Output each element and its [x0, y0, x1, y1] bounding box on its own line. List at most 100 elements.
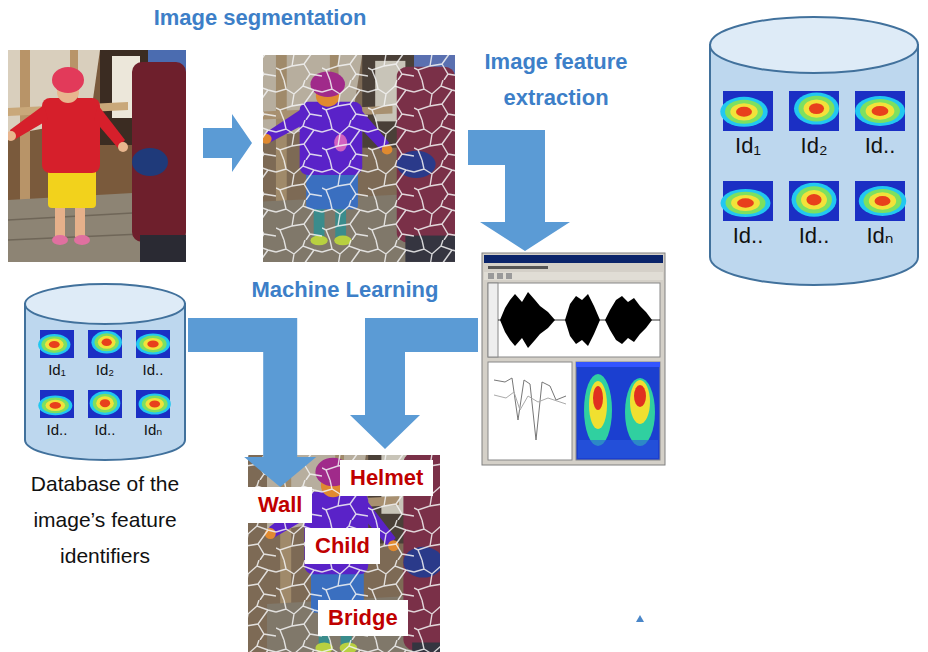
text-slot: Idₙ	[130, 420, 176, 439]
feature-heatmap	[730, 103, 757, 120]
feature-heatmap	[789, 91, 839, 131]
feature-extraction-screenshot	[494, 392, 566, 410]
feature-heatmap	[98, 336, 116, 349]
text-slot: Id₁	[34, 360, 80, 379]
object-label: Bridge	[328, 605, 398, 631]
feature-id: Id₂	[801, 133, 828, 158]
cylinder-outline	[710, 17, 918, 73]
text-slot: Database of the image’s feature identifi…	[22, 466, 188, 574]
feature-extraction-screenshot	[576, 362, 660, 460]
feature-extraction-screenshot	[576, 362, 660, 367]
source-photo	[74, 235, 90, 245]
feature-heatmap	[855, 181, 906, 221]
feature-extraction-screenshot	[482, 253, 665, 465]
source-photo	[75, 205, 85, 237]
feature-heatmap	[806, 194, 821, 205]
database-caption: Database of the image’s feature identifi…	[31, 472, 179, 567]
source-photo	[8, 50, 186, 262]
object-tag: Bridge	[318, 600, 408, 636]
feature-extraction-screenshot	[589, 381, 607, 429]
feature-extraction-screenshot	[625, 378, 655, 446]
cylinder-outline	[710, 45, 918, 285]
feature-heatmap	[50, 402, 61, 409]
feature-heatmap	[42, 398, 69, 414]
feature-heatmap	[855, 96, 905, 126]
block-arrow-connector	[188, 335, 316, 487]
feature-heatmap	[855, 91, 905, 131]
database-cylinder: Id₁Id₂Id..Id..Id..IdₙDatabase of the ima…	[22, 280, 188, 580]
feature-heatmap	[45, 339, 64, 351]
feature-heatmap	[736, 107, 752, 117]
feature-heatmap	[721, 189, 771, 217]
source-photo	[140, 235, 186, 262]
feature-heatmap	[872, 106, 889, 116]
feature-id: Id..	[47, 421, 68, 438]
step-label-box: Machine Learning	[235, 275, 455, 305]
feature-heatmap	[875, 196, 891, 206]
object-label: Helmet	[350, 465, 423, 491]
segmented-photo	[263, 55, 455, 262]
feature-heatmap	[38, 396, 72, 416]
process-arrow	[350, 318, 478, 449]
labelled-result-photo	[248, 455, 440, 652]
text-slot: Idₙ	[848, 223, 912, 249]
feature-id: Idₙ	[866, 223, 893, 248]
feature-extraction-screenshot	[482, 253, 665, 465]
feature-extraction-screenshot	[605, 296, 652, 344]
feature-heatmap	[794, 93, 839, 125]
text-slot: Id..	[782, 223, 846, 249]
text-slot: Id..	[716, 223, 780, 249]
feature-id: Id..	[733, 223, 764, 248]
feature-heatmap	[46, 400, 66, 411]
feature-heatmap	[804, 99, 830, 117]
feature-id: Id..	[799, 223, 830, 248]
feature-heatmap	[96, 396, 114, 410]
segmented-photo	[263, 55, 455, 262]
feature-heatmap	[855, 91, 905, 131]
feature-extraction-screenshot	[593, 386, 603, 410]
labelled-result-photo	[248, 455, 440, 652]
text-slot: Id₂	[782, 133, 846, 159]
step-label: Image segmentation	[154, 5, 367, 30]
feature-heatmap	[136, 330, 170, 358]
feature-extraction-screenshot	[488, 283, 660, 357]
feature-heatmap	[88, 390, 122, 418]
source-photo	[8, 131, 16, 141]
source-photo	[48, 168, 96, 208]
text-slot: Id..	[34, 420, 80, 439]
step-label: Image feature extraction	[484, 49, 627, 110]
feature-heatmap	[809, 103, 824, 114]
feature-heatmap	[91, 331, 122, 353]
feature-extraction-screenshot	[484, 272, 663, 280]
process-arrow	[203, 114, 252, 172]
feature-heatmap	[143, 338, 163, 350]
feature-extraction-screenshot	[488, 273, 494, 279]
feature-extraction-screenshot	[488, 266, 548, 269]
feature-id: Id..	[95, 421, 116, 438]
feature-heatmap	[136, 334, 170, 355]
feature-extraction-screenshot	[634, 385, 646, 407]
cylinder-outline	[25, 304, 185, 460]
object-label: Child	[315, 533, 370, 559]
feature-heatmap	[38, 334, 70, 355]
feature-extraction-screenshot	[497, 273, 503, 279]
feature-heatmap	[737, 198, 754, 207]
feature-heatmap	[93, 394, 117, 413]
feature-heatmap	[147, 340, 158, 347]
text-slot: Id₁	[716, 133, 780, 159]
source-photo	[132, 62, 186, 242]
feature-heatmap	[731, 195, 760, 211]
feature-id: Id..	[143, 361, 164, 378]
source-photo	[52, 67, 84, 93]
step-label-box: Image segmentation	[140, 3, 380, 33]
feature-heatmap	[866, 102, 895, 119]
feature-heatmap	[139, 336, 166, 353]
feature-heatmap	[88, 390, 122, 418]
source-photo	[8, 50, 186, 262]
feature-heatmap	[720, 91, 773, 131]
process-arrow	[468, 130, 570, 251]
feature-heatmap	[726, 192, 766, 214]
feature-heatmap	[88, 330, 122, 358]
text-slot: Id..	[848, 133, 912, 159]
feature-heatmap	[102, 339, 112, 347]
